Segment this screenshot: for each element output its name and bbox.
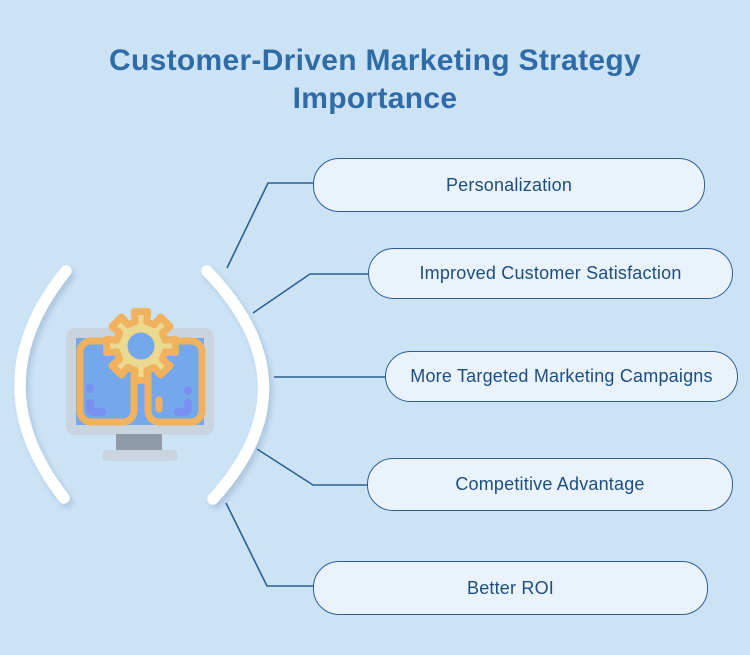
monitor-stand-base [103, 450, 177, 461]
connector-line-5 [225, 502, 313, 587]
screen-code-marks [86, 384, 192, 416]
monitor-stand-neck [116, 434, 162, 450]
item-label: More Targeted Marketing Campaigns [410, 366, 713, 386]
connector-line-4 [256, 448, 367, 486]
right-paren-arc [201, 265, 270, 505]
item-box-personalization: Personalization [313, 158, 705, 212]
item-label: Better ROI [466, 577, 555, 598]
connector-line-1 [226, 182, 313, 269]
item-label: Personalization [445, 174, 573, 195]
item-box-competitive-advantage: Competitive Advantage [367, 458, 733, 511]
item-box-more-targeted-marketing-campaigns: More Targeted Marketing Campaigns [385, 351, 738, 402]
connector-lines [225, 182, 385, 587]
left-paren-arc [14, 265, 72, 504]
connector-line-2 [252, 273, 368, 314]
item-box-better-roi: Better ROI [313, 561, 708, 615]
gear-center-hole [127, 332, 155, 360]
item-box-improved-customer-satisfaction: Improved Customer Satisfaction [368, 248, 733, 299]
item-label: Competitive Advantage [455, 474, 645, 494]
monitor-gear-icon [66, 308, 214, 461]
item-label: Improved Customer Satisfaction [419, 263, 682, 283]
page-title: Customer-Driven Marketing Strategy Impor… [109, 44, 641, 115]
